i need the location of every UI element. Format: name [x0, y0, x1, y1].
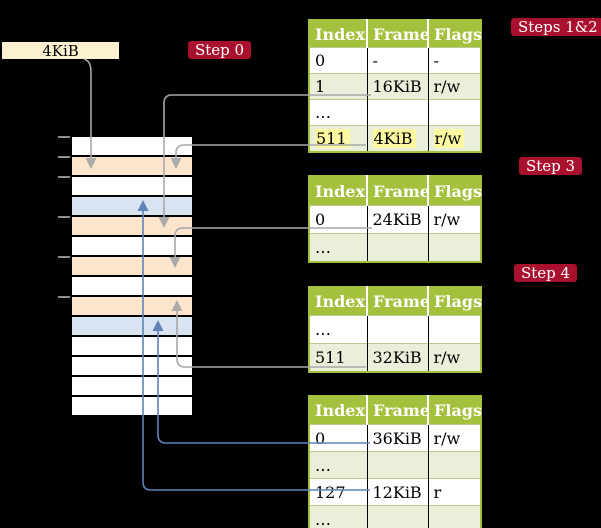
badge-step-3: Step 3 — [519, 157, 583, 175]
cell-index: 127 — [315, 482, 346, 502]
table-row-ellipsis: … — [309, 99, 481, 126]
header-index: Index — [309, 396, 367, 425]
cell-flags — [427, 233, 481, 262]
page-table-4: Index Frame Flags 0 36KiB r/w … 127 12Ki… — [308, 395, 482, 528]
cell-index: … — [315, 455, 331, 475]
memory-row — [72, 257, 192, 277]
cell-frame — [366, 451, 428, 479]
cell-frame: - — [366, 47, 428, 74]
header-index: Index — [309, 287, 367, 316]
cell-frame — [366, 233, 428, 262]
cell-index: 1 — [315, 77, 326, 96]
table-row: 0 - - — [309, 47, 481, 74]
size-label: 4KiB — [42, 41, 79, 60]
memory-tick — [58, 156, 70, 158]
cell-index: 511 — [309, 126, 367, 153]
cell-index: 0 — [315, 428, 326, 448]
cell-flags: - — [427, 47, 481, 74]
table-row-ellipsis: … — [309, 505, 481, 528]
highlight-mark: 4KiB — [372, 129, 416, 148]
memory-row — [72, 377, 192, 397]
table-row: 511 32KiB r/w — [309, 343, 481, 372]
memory-tick — [58, 256, 70, 258]
header-flags: Flags — [427, 20, 482, 48]
cell-frame: 12KiB — [366, 478, 428, 506]
header-index: Index — [309, 176, 367, 206]
memory-row — [72, 217, 192, 237]
cell-index: 511 — [315, 348, 346, 367]
badge-step-4: Step 4 — [514, 264, 578, 282]
cell-frame: 4KiB — [366, 125, 428, 152]
memory-row — [72, 137, 192, 157]
cell-frame: 32KiB — [366, 343, 428, 372]
memory-row — [72, 297, 192, 317]
header-flags: Flags — [427, 396, 482, 425]
cell-flags — [427, 451, 481, 479]
page-table-1: Index Frame Flags 0 - - 1 16KiB r/w … 51… — [308, 19, 482, 153]
memory-row — [72, 197, 192, 217]
header-frame: Frame — [366, 287, 430, 316]
table-row: 0 36KiB r/w — [309, 424, 481, 452]
size-label-box: 4KiB — [1, 41, 120, 60]
memory-row — [72, 177, 192, 197]
cell-index: … — [315, 103, 331, 122]
cell-flags: r — [427, 478, 481, 506]
table-row-ellipsis: … — [309, 315, 481, 344]
cell-index: 0 — [315, 210, 326, 229]
memory-row — [72, 397, 192, 415]
highlight-mark: r/w — [433, 129, 465, 148]
header-flags: Flags — [427, 287, 482, 316]
highlight-mark: 511 — [315, 129, 350, 148]
memory-tick — [58, 216, 70, 218]
cell-flags: r/w — [427, 125, 481, 152]
memory-tick — [58, 296, 70, 298]
table-row: 1 16KiB r/w — [309, 73, 481, 100]
badge-steps-1-2: Steps 1&2 — [511, 18, 601, 36]
table-header-row: Index Frame Flags — [309, 287, 482, 316]
cell-flags: r/w — [427, 205, 481, 234]
table-row-highlighted: 511 4KiB r/w — [309, 125, 481, 153]
memory-column — [70, 135, 194, 419]
cell-flags: r/w — [427, 73, 481, 100]
cell-flags: r/w — [427, 424, 481, 452]
table-header-row: Index Frame Flags — [309, 396, 482, 425]
table-row-ellipsis: … — [309, 233, 481, 262]
memory-row — [72, 337, 192, 357]
cell-index: … — [315, 238, 331, 257]
cell-frame — [366, 315, 428, 344]
cell-index: … — [315, 320, 331, 339]
cell-frame: 24KiB — [366, 205, 428, 234]
header-frame: Frame — [366, 176, 430, 206]
cell-flags — [427, 315, 481, 344]
table-header-row: Index Frame Flags — [309, 20, 482, 48]
table-row: 0 24KiB r/w — [309, 205, 481, 234]
cell-flags — [427, 99, 481, 126]
memory-tick — [58, 176, 70, 178]
header-frame: Frame — [366, 20, 430, 48]
memory-row — [72, 237, 192, 257]
header-index: Index — [309, 20, 367, 48]
memory-tick — [58, 136, 70, 138]
page-table-3: Index Frame Flags … 511 32KiB r/w — [308, 286, 482, 373]
table-header-row: Index Frame Flags — [309, 176, 482, 206]
cell-frame — [366, 505, 428, 528]
memory-row — [72, 277, 192, 297]
page-table-2: Index Frame Flags 0 24KiB r/w … — [308, 175, 482, 263]
cell-flags: r/w — [427, 343, 481, 372]
table-row: 127 12KiB r — [309, 478, 481, 506]
memory-row — [72, 357, 192, 377]
memory-row — [72, 317, 192, 337]
cell-frame: 36KiB — [366, 424, 428, 452]
cell-frame: 16KiB — [366, 73, 428, 100]
cell-frame — [366, 99, 428, 126]
header-flags: Flags — [427, 176, 482, 206]
badge-step-0: Step 0 — [188, 41, 252, 59]
table-row-ellipsis: … — [309, 451, 481, 479]
header-frame: Frame — [366, 396, 430, 425]
cell-flags — [427, 505, 481, 528]
cell-index: 0 — [315, 51, 326, 70]
memory-row — [72, 157, 192, 177]
cell-index: … — [315, 509, 331, 528]
